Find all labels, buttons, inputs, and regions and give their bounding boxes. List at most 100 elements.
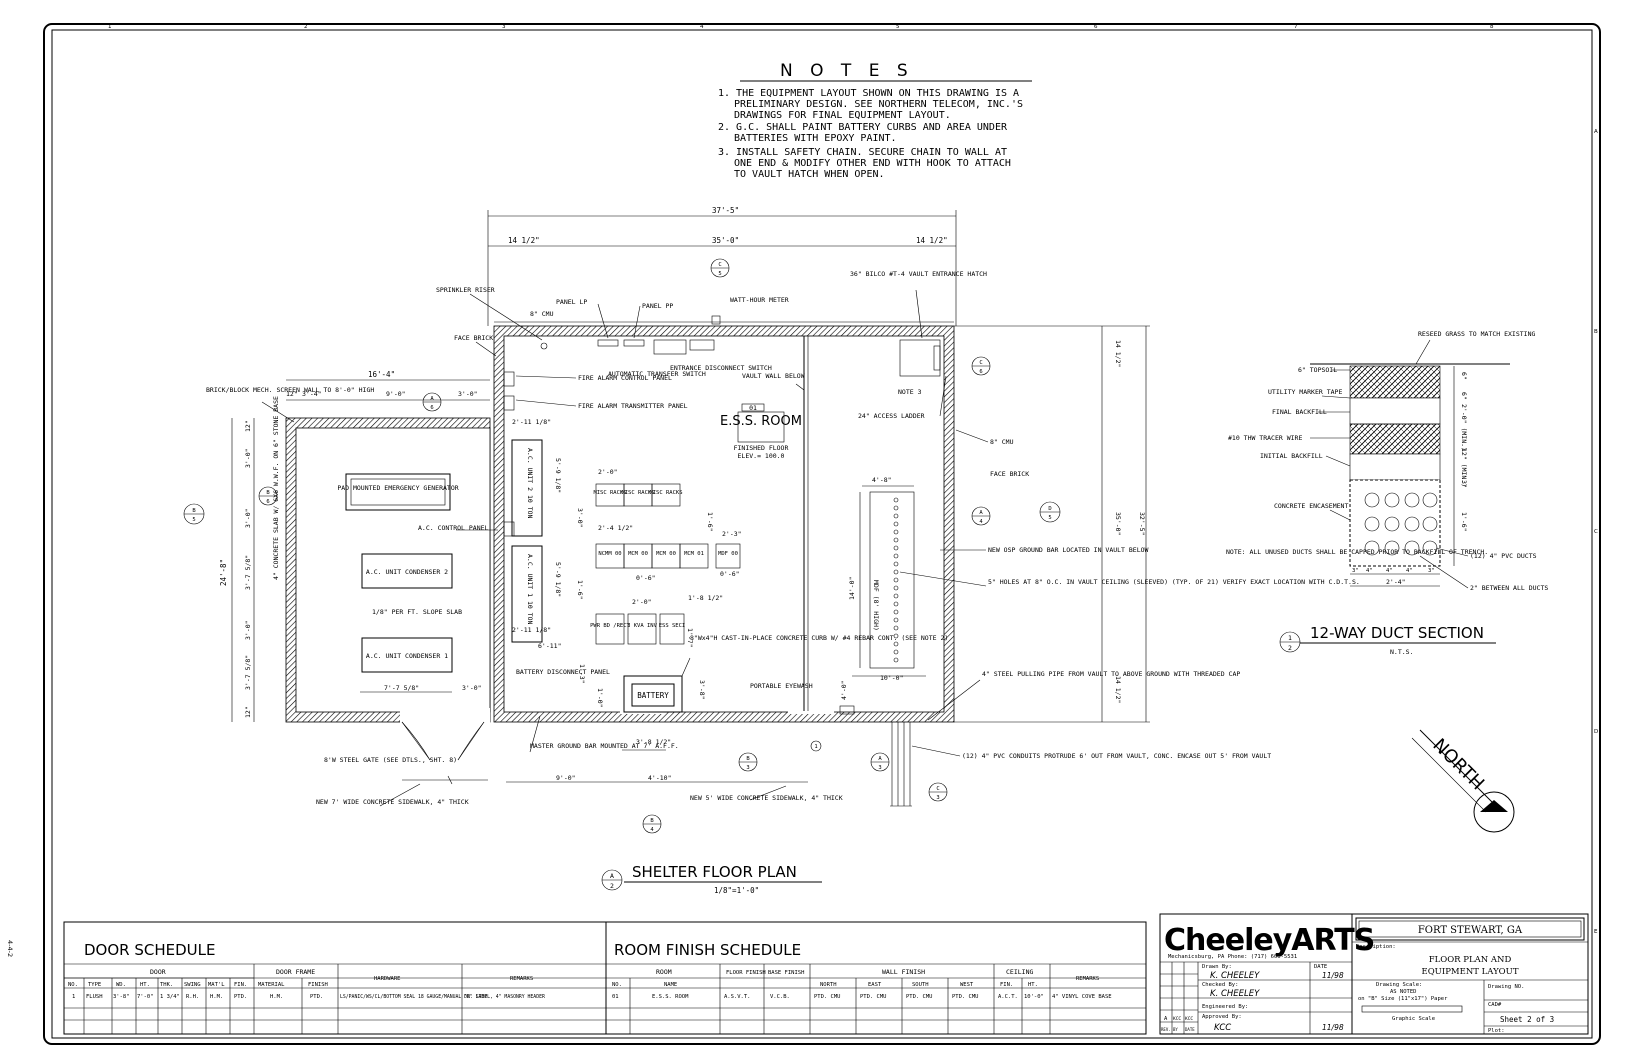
field-label: Engineered By: <box>1202 1004 1248 1010</box>
field-label: Description: <box>1356 944 1396 950</box>
cell: 10'-0" <box>1024 994 1044 1000</box>
mcm-cabinet: MCM 00 <box>656 551 676 557</box>
col-header: FINISH <box>308 982 328 988</box>
ac-unit-2-label: A.C. UNIT 2 10 TON <box>526 448 534 519</box>
power-board: PWR BD /RECT <box>590 623 630 629</box>
dim: 35'-0" <box>712 236 739 245</box>
cell: PTD. CMU <box>906 994 933 1000</box>
callout: FINAL BACKFILL <box>1272 408 1327 416</box>
slope-note: 1/8" PER FT. SLOPE SLAB <box>372 608 462 616</box>
cell: 1 3/4" <box>160 994 180 1000</box>
callout: #10 THW TRACER WIRE <box>1228 434 1302 442</box>
callout: FIRE ALARM TRANSMITTER PANEL <box>578 402 688 410</box>
callout: 8"Wx4"H CAST-IN-PLACE CONCRETE CURB W/ #… <box>690 634 948 642</box>
door-tag: 1 <box>814 744 817 750</box>
dim: 0'-6" <box>720 570 740 578</box>
section-tag: B <box>266 490 270 496</box>
col-header: NO. <box>68 982 78 988</box>
ncmm-cabinet: NCMM 00 <box>598 551 621 557</box>
cell: PTD. <box>310 994 323 1000</box>
row-label: A <box>1594 129 1598 135</box>
field-label: Drawn By: <box>1202 964 1232 970</box>
section-markers: C 5 A 6 B 6 B 5 C 6 A 4 D 5 B 3 A <box>183 258 1061 834</box>
col-label: 1 <box>108 24 112 30</box>
note-line: 2. G.C. SHALL PAINT BATTERY CURBS AND AR… <box>718 122 1008 133</box>
title-tag: A <box>610 872 614 880</box>
section-tag: 5 <box>192 517 195 523</box>
callout: 5" HOLES AT 8" O.C. IN VAULT CEILING (SL… <box>988 578 1360 586</box>
rev-letter: A <box>1164 1016 1168 1022</box>
dim: 14 1/2" <box>1114 340 1122 367</box>
duct-title: 12-WAY DUCT SECTION <box>1310 624 1484 642</box>
mdf-vault-label: MDF (8' HIGH) <box>872 580 880 631</box>
dim: 3'-4" <box>302 390 322 398</box>
col-header: HT. <box>140 982 150 988</box>
col-header: WEST <box>960 982 974 988</box>
dim: 3'-7 5/8" <box>244 655 252 690</box>
dim: 12" <box>244 420 252 432</box>
col-header: SOUTH <box>912 982 929 988</box>
col-label: 7 <box>1294 24 1298 30</box>
cell: LS/PANIC/WS/CL/BOTTOM SEAL 18 GAUGE/MANU… <box>340 994 487 1000</box>
date: 11/98 <box>1322 1023 1344 1032</box>
ess-cabinet: ESS SECI <box>659 623 686 629</box>
vault-holes <box>893 497 899 663</box>
col-header: MAT'L <box>208 982 225 988</box>
dim: 3'-0" <box>244 448 252 468</box>
section-tag: 5 <box>1048 515 1051 521</box>
border-row-labels: A B C D E <box>1594 129 1598 935</box>
col-label: 4 <box>700 24 704 30</box>
dim: 3'-0" <box>244 620 252 640</box>
note-line: BATTERIES WITH EPOXY PAINT. <box>734 133 897 144</box>
dim: 2'-3" <box>722 530 742 538</box>
north-label: NORTH <box>1428 735 1488 795</box>
dim: 2'-11 1/8" <box>512 418 551 426</box>
dim: 4'-8" <box>872 476 892 484</box>
drawn-by: K. CHEELEY <box>1210 971 1260 981</box>
callout: (12) 4" PVC DUCTS <box>1470 552 1537 560</box>
callout: UTILITY MARKER TAPE <box>1268 388 1342 396</box>
dim: 35'-0" <box>1114 512 1122 535</box>
field-label: Approved By: <box>1202 1014 1242 1020</box>
dim: 3'-0" <box>458 390 478 398</box>
dim: 3'-7 5/8" <box>244 555 252 590</box>
col-label: 5 <box>896 24 900 30</box>
col-header: REMARKS <box>510 976 533 982</box>
col-header: BASE FINISH <box>768 970 804 976</box>
title-tag: 2 <box>610 882 614 890</box>
col-label: 2 <box>304 24 308 30</box>
dim: 3'-8" <box>698 680 706 700</box>
slab-note: 4" CONCRETE SLAB W/ 6X6 W.W.F. ON 6" STO… <box>272 396 280 580</box>
section-tag: 4 <box>979 519 983 525</box>
notes-block: N O T E S 1. THE EQUIPMENT LAYOUT SHOWN … <box>718 61 1032 180</box>
door-col-lines <box>83 964 463 1034</box>
dim: 6'-11" <box>538 642 561 650</box>
callout: NEW 5' WIDE CONCRETE SIDEWALK, 4" THICK <box>690 794 843 802</box>
dim: 2'-11 1/8" <box>512 626 551 634</box>
col-header: FIN. <box>234 982 247 988</box>
room-finish-schedule: ROOM FINISH SCHEDULE ROOM FLOOR FINISH B… <box>612 941 1112 1034</box>
dim: 2'-0" <box>598 468 618 476</box>
dim: 14 1/2" <box>508 236 540 245</box>
title-block: CheeleyARTS Mechanicsburg, PA Phone: (71… <box>1159 913 1589 1035</box>
border-col-labels: 1 2 3 4 5 6 7 8 <box>108 24 1494 30</box>
col-header: NORTH <box>820 982 837 988</box>
room-label: E.S.S. ROOM <box>720 414 802 429</box>
dim: 6" <box>1460 392 1468 400</box>
section-tag: C <box>936 786 939 792</box>
room-row: 01 E.S.S. ROOM A.S.V.T. V.C.B. PTD. CMU … <box>612 994 1112 1000</box>
callout: PANEL LP <box>556 298 587 306</box>
dim: 5'-9 1/8" <box>554 458 562 493</box>
cell: H.M. <box>210 994 223 1000</box>
dim: 1'-7" <box>686 628 694 648</box>
dim: 3'-8 1/2" <box>636 738 671 746</box>
col-label: 8 <box>1490 24 1494 30</box>
notes-heading: N O T E S <box>780 61 914 81</box>
title-tag: 2 <box>1288 644 1292 652</box>
col-header: SWING <box>184 982 201 988</box>
group-header: ROOM <box>656 968 672 976</box>
paper-size: on "B" Size (11"x17") Paper <box>1358 996 1448 1002</box>
dim: 12" (MIN.) <box>1460 448 1468 487</box>
dim: 12" <box>286 390 298 398</box>
note-line: 3. INSTALL SAFETY CHAIN. SECURE CHAIN TO… <box>718 147 1007 158</box>
